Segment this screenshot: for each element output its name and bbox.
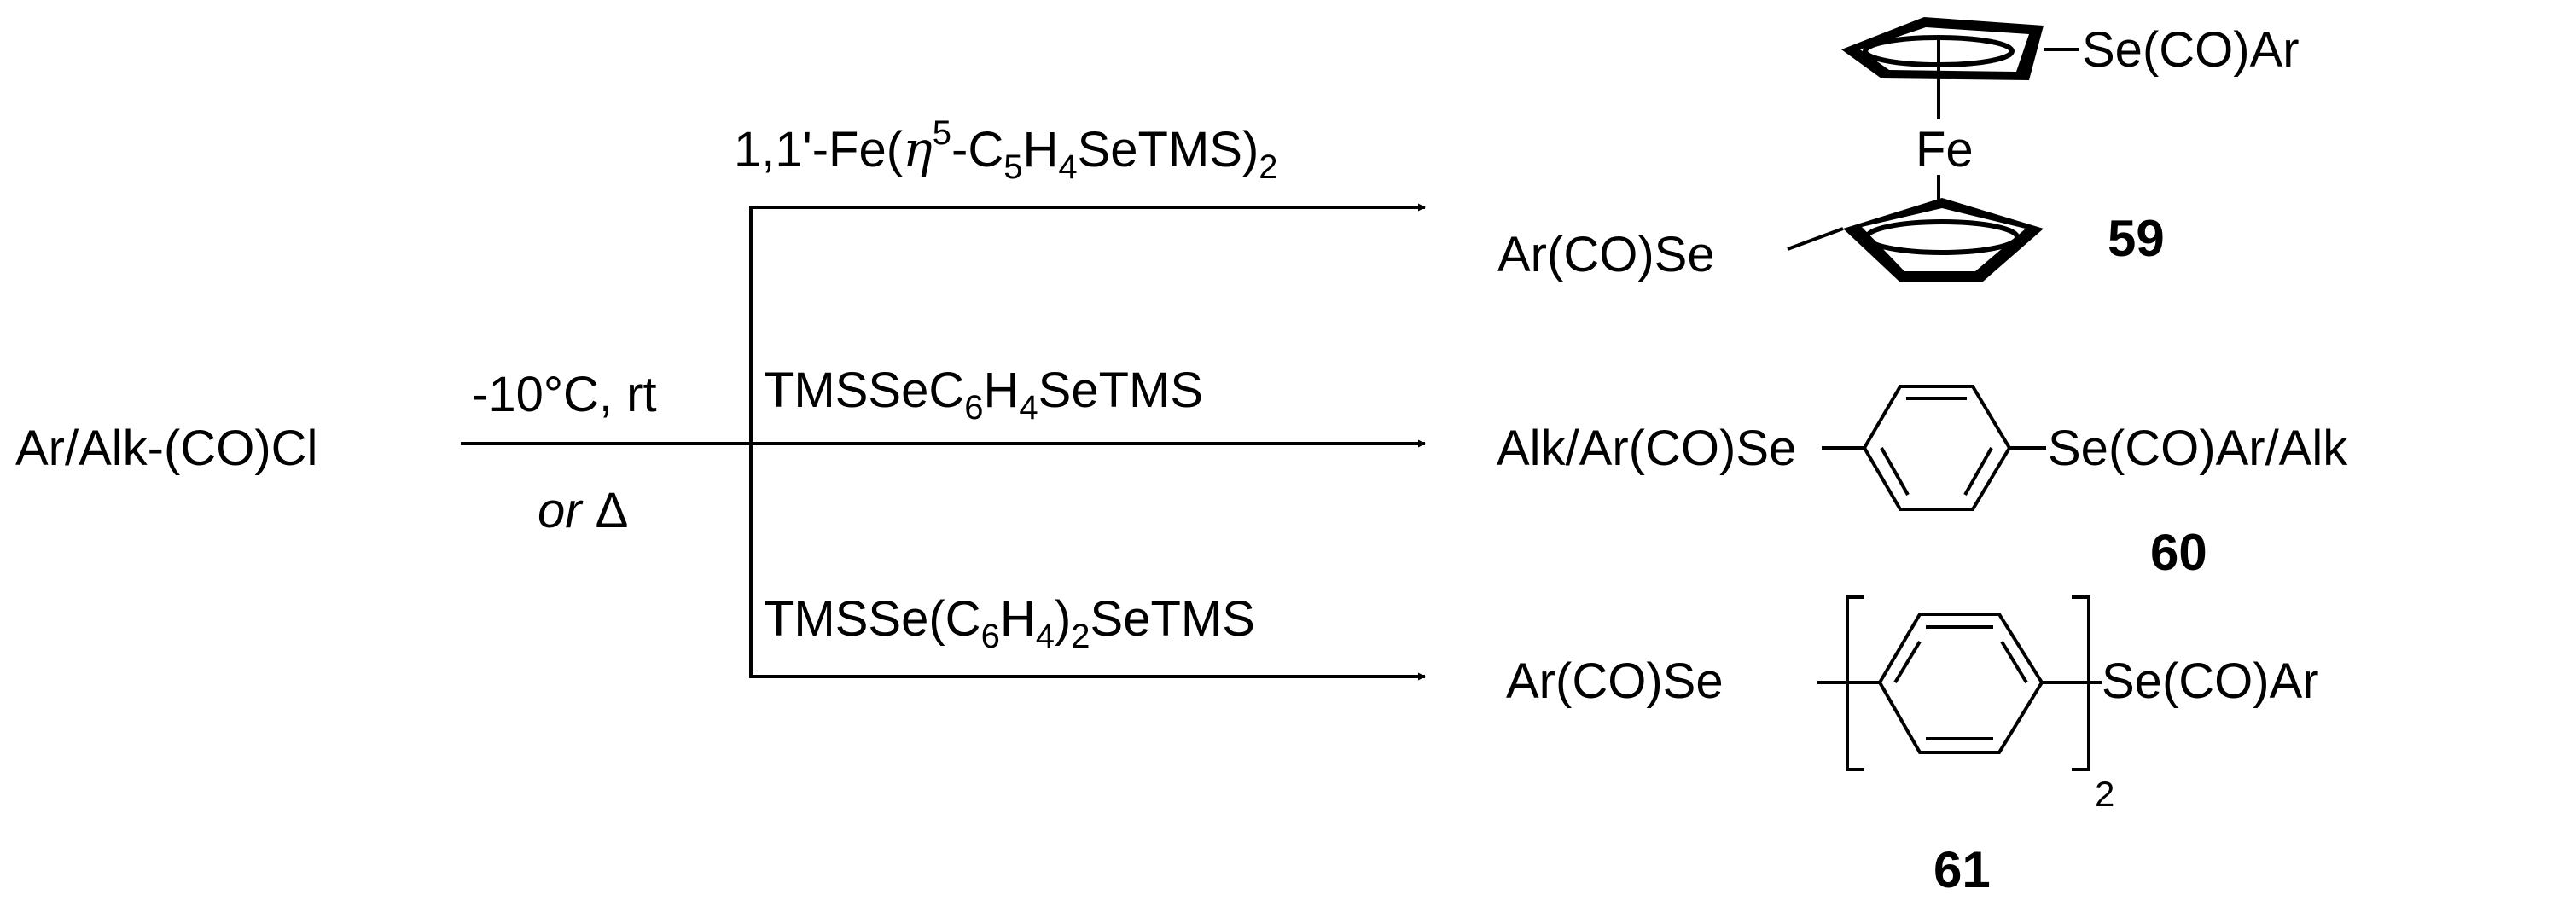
bracket-right <box>2072 595 2090 771</box>
product-60-left: Alk/Ar(CO)Se <box>1497 421 1796 476</box>
ring-61-hexagon <box>1877 613 2044 754</box>
benzene-ring-61 <box>1817 595 2102 771</box>
product-61-left: Ar(CO)Se <box>1506 653 1724 709</box>
reagent-2: TMSSeC6H4SeTMS <box>764 363 1203 427</box>
condition-temperature: -10°C, rt <box>472 367 657 422</box>
iron-label: Fe <box>1916 122 1974 177</box>
product-60-right: Se(CO)Ar/Alk <box>2048 421 2348 476</box>
ring-60-inner-left <box>1880 447 1910 496</box>
ring-60-inner-right <box>1963 447 1993 496</box>
reactant-label: Ar/Alk-(CO)Cl <box>15 421 317 476</box>
compound-number-60: 60 <box>2150 524 2207 581</box>
ring-60-hexagon <box>1862 385 2012 511</box>
compound-number-59: 59 <box>2108 210 2165 267</box>
product-61-right: Se(CO)Ar <box>2102 653 2319 709</box>
ring-61-inner-left <box>1893 640 1922 684</box>
ferrocene-structure <box>1787 17 2079 282</box>
ring-61-inner-right <box>2000 640 2028 684</box>
benzene-ring-60 <box>1822 385 2046 511</box>
cp-ring-bottom-circle <box>1864 219 2020 255</box>
product-59-top-substituent: Se(CO)Ar <box>2082 22 2300 78</box>
bond-bottom-se <box>1787 227 1844 251</box>
bracket-left <box>1846 595 1864 771</box>
reagent-1: 1,1'-Fe(η5-C5H4SeTMS)2 <box>734 114 1278 186</box>
compound-number-61: 61 <box>1933 841 1991 898</box>
reagent-3: TMSSe(C6H4)2SeTMS <box>764 591 1255 655</box>
product-59-bottom-substituent: Ar(CO)Se <box>1497 227 1715 282</box>
condition-or: or <box>538 483 584 538</box>
condition-delta: Δ <box>596 483 629 538</box>
repeat-subscript: 2 <box>2095 774 2114 814</box>
